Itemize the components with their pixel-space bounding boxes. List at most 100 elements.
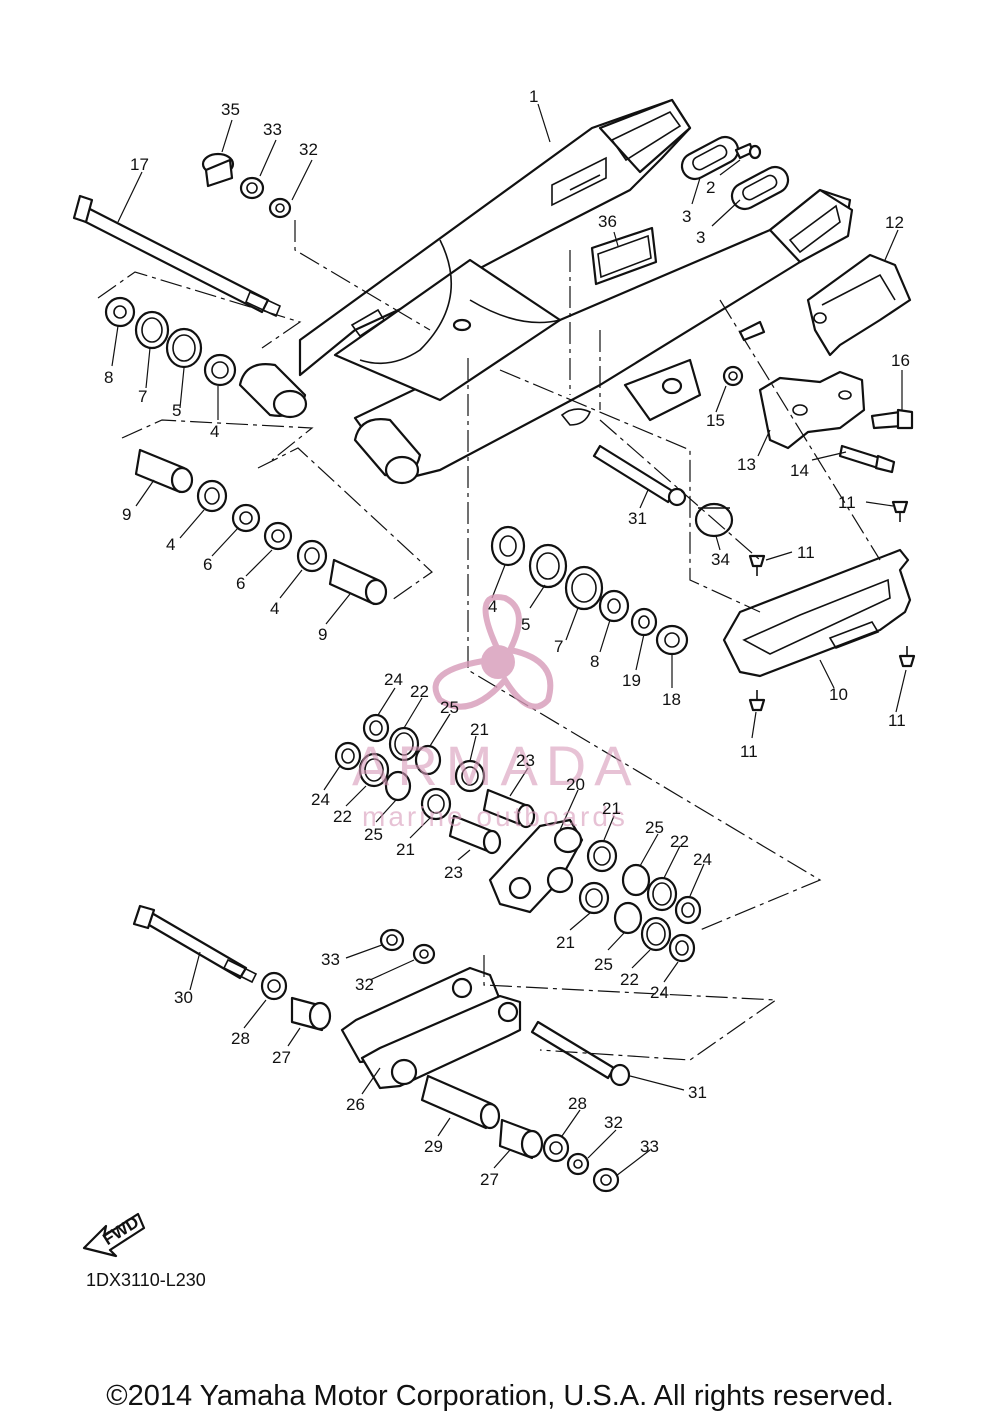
callout-number: 24 [693,850,712,869]
pivot-bearing-set-lower [134,448,388,606]
bolt-16 [870,408,914,430]
callout-number: 22 [670,832,689,851]
adjuster-bolt [734,142,762,160]
pivot-shaft [72,194,282,318]
chain-guide-support [758,370,866,450]
collar-27-left [290,996,332,1032]
callout-number: 25 [440,698,459,717]
chain-puller-left [680,135,740,181]
callout-number: 33 [321,950,340,969]
callout-number: 22 [333,807,352,826]
callout-number: 28 [568,1094,587,1113]
callout-number: 8 [590,652,599,671]
bolt-30 [132,904,258,984]
collar-35 [201,152,235,188]
propeller-logo-icon [432,594,554,710]
bolt-14 [838,444,896,474]
callout-number: 6 [236,574,245,593]
relay-bearings-right [578,839,702,963]
callout-number: 24 [384,670,403,689]
callout-number: 15 [706,411,725,430]
washer-32-mid [412,943,436,965]
fwd-arrow-icon: FWD [82,1212,146,1258]
callout-number: 2 [706,178,715,197]
callout-number: 21 [556,933,575,952]
callout-number: 11 [740,742,758,761]
callout-number: 26 [346,1095,365,1114]
pivot-bearing-set-upper [104,296,237,387]
callout-number: 25 [364,825,383,844]
collar-27-right [498,1118,544,1160]
callout-number: 4 [488,597,497,616]
callout-number: 25 [594,955,613,974]
callout-number: 5 [521,615,530,634]
callout-number: 10 [829,685,848,704]
caution-label [590,226,658,286]
bolt-31-lower [530,1020,631,1087]
relay-collars-23 [448,788,536,855]
callout-number: 9 [318,625,327,644]
callout-number: 21 [602,799,621,818]
callout-number: 35 [221,100,240,119]
connecting-rod [340,966,522,1090]
assembly-lines [97,220,881,1061]
callout-number: 14 [790,461,809,480]
callout-number: 8 [104,368,113,387]
callout-number: 20 [566,775,585,794]
callout-number: 3 [682,207,691,226]
callout-number: 22 [620,970,639,989]
callout-number: 9 [122,505,131,524]
washer-32-top [268,197,292,219]
callout-number: 16 [891,351,910,370]
callout-number: 4 [210,422,219,441]
callout-number: 4 [166,535,175,554]
callout-number: 3 [696,228,705,247]
callout-number: 29 [424,1137,443,1156]
bearing-set-mid [490,525,689,656]
nut-33-top [239,176,265,200]
callout-number: 36 [598,212,617,231]
chain-guide [806,253,912,357]
callout-number: 17 [130,155,149,174]
nut-33-bottom [592,1167,620,1193]
callout-number: 27 [480,1170,499,1189]
callout-number: 27 [272,1048,291,1067]
callout-number: 25 [645,818,664,837]
callout-number: 32 [604,1113,623,1132]
callout-number: 34 [711,550,730,569]
callout-number: 19 [622,671,641,690]
washer-28-left [260,971,288,1001]
callout-number: 21 [396,840,415,859]
callout-number: 1 [529,87,538,106]
callout-number: 11 [888,711,906,730]
callout-number: 33 [640,1137,659,1156]
callout-number: 22 [410,682,429,701]
callout-number: 4 [270,599,279,618]
screw-11-c [748,690,766,712]
callout-number: 21 [470,720,489,739]
leader-lines [111,103,907,1177]
callout-number: 5 [172,401,181,420]
callout-number: 24 [311,790,330,809]
callout-number: 31 [628,509,647,528]
armada-watermark: ARMADA marine outboards [352,594,640,832]
callout-number: 11 [838,493,856,512]
callout-number: 32 [299,140,318,159]
callout-number: 13 [737,455,756,474]
screw-11-b [748,554,766,576]
callout-number: 24 [650,983,669,1002]
watermark-brand: ARMADA [352,734,640,797]
diagram-code: 1DX3110-L230 [86,1270,206,1290]
nut-33-mid [379,928,405,952]
callout-number: 23 [516,751,535,770]
callout-number: 28 [231,1029,250,1048]
washer-28-right [542,1133,570,1163]
callout-number: 6 [203,555,212,574]
callout-number: 12 [885,213,904,232]
callout-number: 18 [662,690,681,709]
collar-15 [722,365,744,387]
chain-puller-right [730,165,790,211]
screw-11-d [898,646,916,668]
